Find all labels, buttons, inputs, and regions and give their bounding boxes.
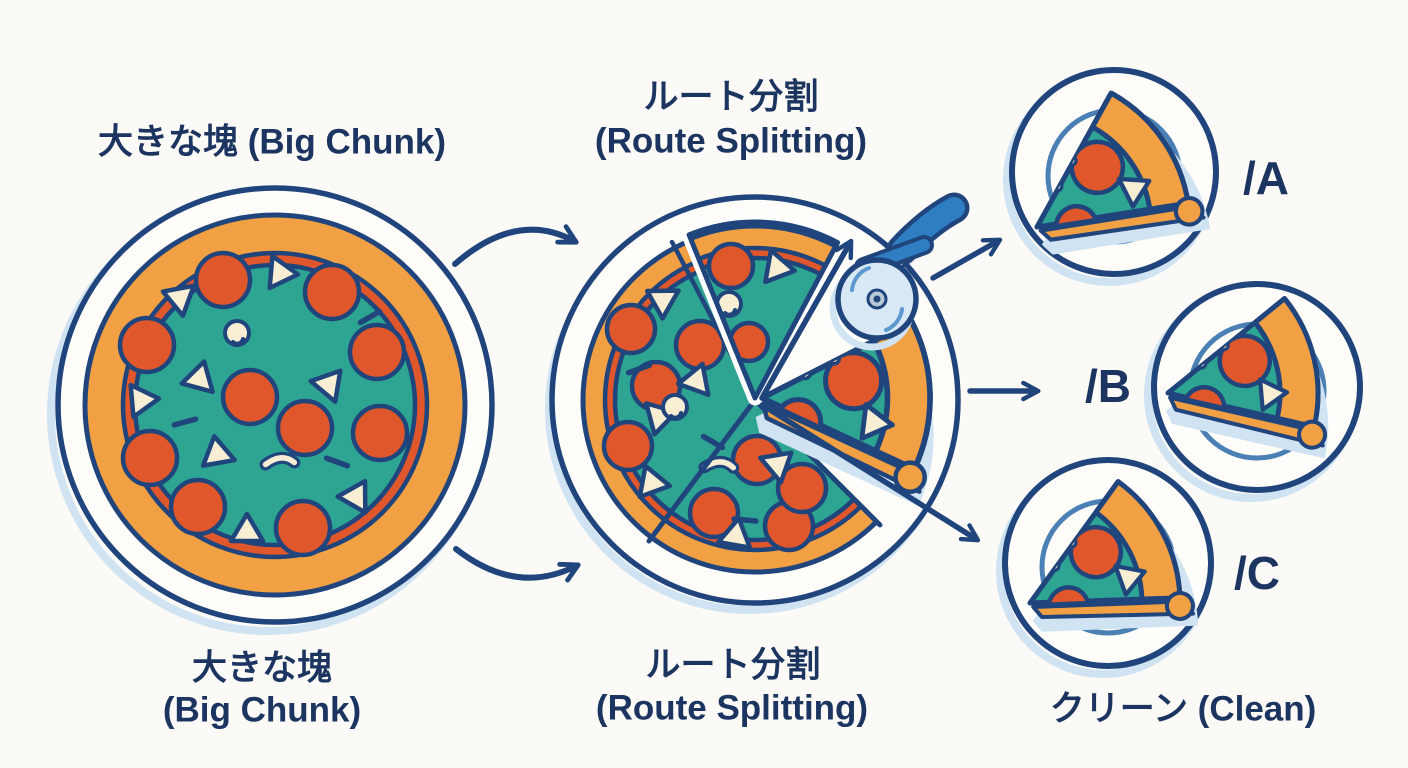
arrow-top-icon bbox=[452, 224, 579, 267]
stage2-top-label-line1: ルート分割 bbox=[643, 77, 819, 117]
arrow-to-c-icon bbox=[761, 403, 981, 543]
whole-pizza-toppings bbox=[117, 250, 410, 558]
route-b-label: /B bbox=[1085, 360, 1131, 412]
stage1-top-label: 大きな塊 (Big Chunk) bbox=[97, 122, 447, 162]
plate-slice-b-icon bbox=[1144, 281, 1363, 502]
arrow-icons-right bbox=[760, 237, 1041, 543]
arrow-to-cutter-icon bbox=[760, 238, 854, 399]
arrow-to-a-icon bbox=[930, 237, 1003, 281]
arrow-icons bbox=[452, 224, 581, 583]
sliced-pizza-toppings bbox=[601, 277, 829, 553]
stage2-bottom-label-line2: (Route Splitting) bbox=[595, 688, 869, 728]
route-c-label: /C bbox=[1234, 547, 1280, 599]
stage2-bottom-label-line1: ルート分割 bbox=[645, 645, 821, 685]
stage3-bottom-label: クリーン (Clean) bbox=[1049, 689, 1317, 729]
plate-slice-a-icon bbox=[993, 67, 1222, 313]
pizza-cutter-icon bbox=[829, 192, 970, 351]
plate-slice-c-icon bbox=[994, 457, 1214, 693]
stage1-bottom-label-line1: 大きな塊 bbox=[191, 648, 333, 688]
whole-pizza-icon bbox=[47, 185, 495, 635]
stage2-top-label-line2: (Route Splitting) bbox=[594, 121, 868, 161]
route-a-label: /A bbox=[1243, 152, 1289, 204]
arrow-bottom-icon bbox=[453, 546, 581, 583]
stage1-bottom-label-line2: (Big Chunk) bbox=[162, 690, 362, 730]
